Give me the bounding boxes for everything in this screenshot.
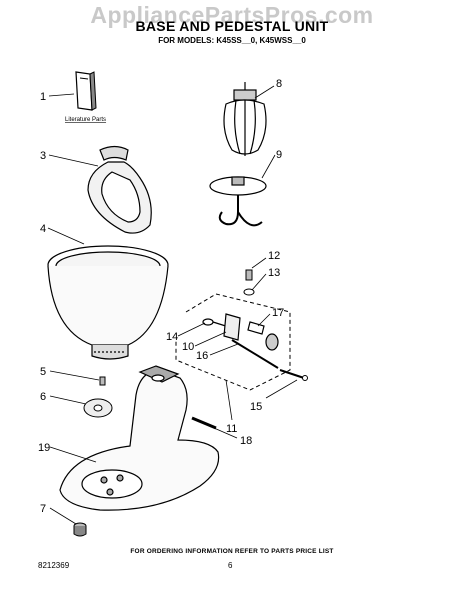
mixing-bowl bbox=[47, 245, 169, 360]
literature-parts-label: Literature Parts bbox=[65, 117, 106, 123]
dough-hook bbox=[209, 176, 267, 227]
ordering-note: FOR ORDERING INFORMATION REFER TO PARTS … bbox=[130, 548, 334, 555]
pedestal-base bbox=[59, 365, 220, 511]
callout-7: 7 bbox=[40, 503, 46, 515]
callout-9: 9 bbox=[276, 149, 282, 161]
callout-19: 19 bbox=[38, 442, 50, 454]
callout-16: 16 bbox=[196, 350, 208, 362]
document-number: 8212369 bbox=[38, 561, 70, 570]
callout-1: 1 bbox=[40, 91, 46, 103]
flat-beater bbox=[87, 145, 152, 234]
callout-14: 14 bbox=[166, 331, 178, 343]
page-number: 6 bbox=[228, 561, 233, 570]
callout-18: 18 bbox=[240, 435, 252, 447]
leader-lines bbox=[47, 85, 298, 525]
callout-17: 17 bbox=[272, 307, 284, 319]
wire-whip bbox=[223, 82, 267, 156]
hinge-assembly bbox=[202, 313, 279, 369]
watermark: AppliancePartsPros.com bbox=[90, 2, 374, 28]
washer bbox=[243, 288, 255, 296]
page-title: BASE AND PEDESTAL UNIT bbox=[135, 18, 329, 34]
spacer-screw bbox=[99, 376, 106, 386]
callout-12: 12 bbox=[268, 250, 280, 262]
assembly-outline bbox=[175, 293, 291, 391]
pedestal-pin bbox=[191, 416, 217, 430]
callout-15: 15 bbox=[250, 401, 262, 413]
callout-11: 11 bbox=[226, 423, 237, 435]
callout-3: 3 bbox=[40, 150, 46, 162]
callout-13: 13 bbox=[268, 267, 280, 279]
callout-4: 4 bbox=[40, 223, 46, 235]
literature-booklet bbox=[75, 71, 97, 111]
callout-6: 6 bbox=[40, 391, 46, 403]
rubber-foot bbox=[73, 522, 87, 537]
hinge-pin bbox=[279, 369, 308, 381]
model-subtitle: FOR MODELS: K45SS__0, K45WSS__0 bbox=[158, 36, 306, 45]
hinge-screw bbox=[245, 269, 253, 281]
callout-10: 10 bbox=[182, 341, 194, 353]
callout-5: 5 bbox=[40, 366, 46, 378]
trim-plate bbox=[83, 398, 113, 418]
callout-8: 8 bbox=[276, 78, 282, 90]
